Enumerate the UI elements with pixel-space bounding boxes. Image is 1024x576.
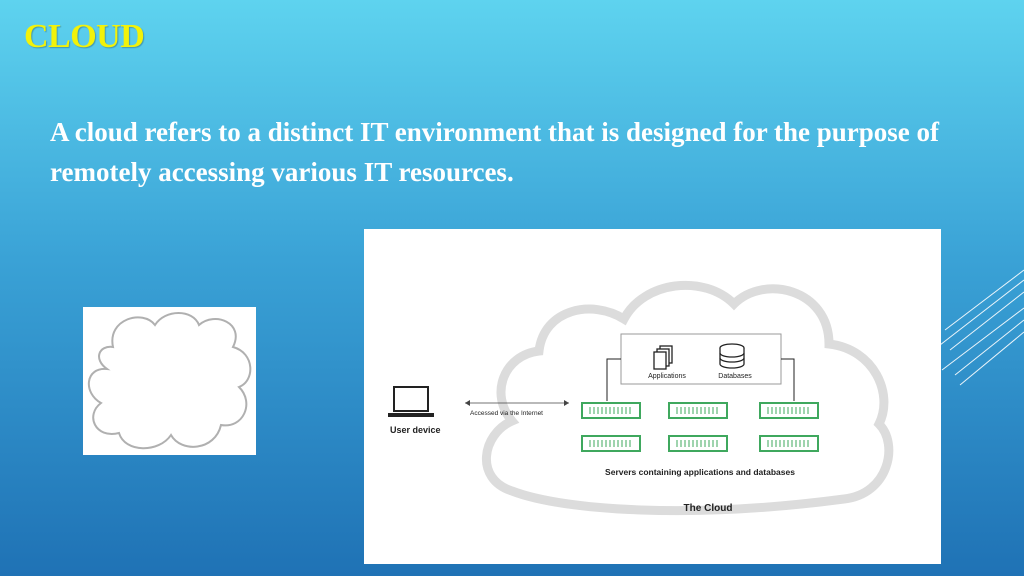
server-icon <box>668 402 728 419</box>
laptop-icon <box>388 386 434 417</box>
databases-label: Databases <box>718 373 752 380</box>
cloud-diagram: Applications Databases User device Acces… <box>364 229 941 564</box>
server-icon <box>581 402 641 419</box>
double-arrow-icon <box>465 400 569 406</box>
server-icon <box>759 402 819 419</box>
applications-icon <box>653 345 673 370</box>
server-icon <box>759 435 819 452</box>
user-device-label: User device <box>390 425 441 435</box>
server-icon <box>581 435 641 452</box>
cloud-label: The Cloud <box>684 503 733 514</box>
cloud-outline <box>481 280 894 516</box>
server-icon <box>668 435 728 452</box>
connection-label: Accessed via the Internet <box>470 410 543 417</box>
cloud-shape-icon <box>87 312 252 450</box>
slide-body-text: A cloud refers to a distinct IT environm… <box>50 117 940 187</box>
decorative-lines <box>939 269 1024 386</box>
slide-title: CLOUD <box>24 18 145 55</box>
cloud-shape-image <box>83 307 256 455</box>
servers-label: Servers containing applications and data… <box>605 467 795 477</box>
server-row-2 <box>581 435 819 452</box>
applications-label: Applications <box>648 373 686 380</box>
databases-icon <box>719 343 745 369</box>
server-row-1 <box>581 402 819 419</box>
